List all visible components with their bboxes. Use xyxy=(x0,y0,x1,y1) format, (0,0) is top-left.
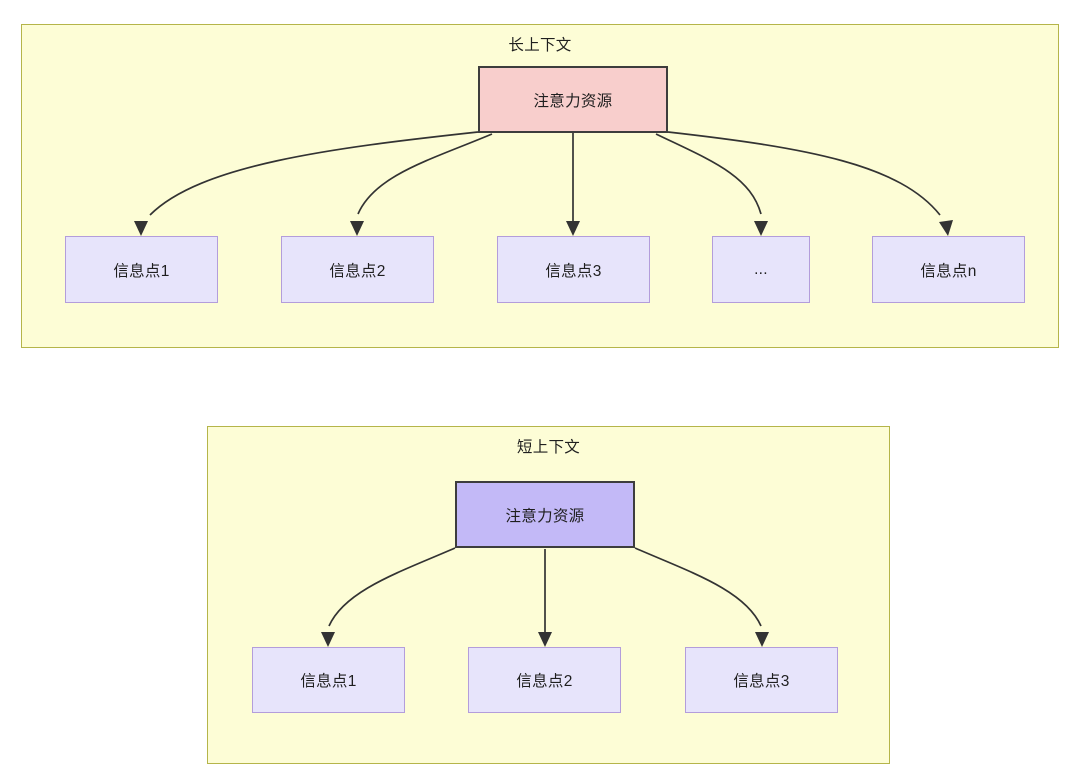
node-info-point-short-2[interactable]: 信息点2 xyxy=(468,647,621,713)
node-info-point-short-1[interactable]: 信息点1 xyxy=(252,647,405,713)
node-attention-resource-long[interactable]: 注意力资源 xyxy=(478,66,668,133)
group-long-context-title: 长上下文 xyxy=(508,37,572,54)
group-short-context-title: 短上下文 xyxy=(516,439,581,456)
node-info-point-short-3[interactable]: 信息点3 xyxy=(685,647,838,713)
node-attention-resource-short[interactable]: 注意力资源 xyxy=(455,481,635,548)
node-info-point-long-1[interactable]: 信息点1 xyxy=(65,236,218,303)
node-info-point-long-3[interactable]: 信息点3 xyxy=(497,236,650,303)
node-info-point-long-ellipsis[interactable]: ... xyxy=(712,236,810,303)
group-short-context: 短上下文 xyxy=(207,426,890,764)
node-info-point-long-2[interactable]: 信息点2 xyxy=(281,236,434,303)
node-info-point-long-n[interactable]: 信息点n xyxy=(872,236,1025,303)
